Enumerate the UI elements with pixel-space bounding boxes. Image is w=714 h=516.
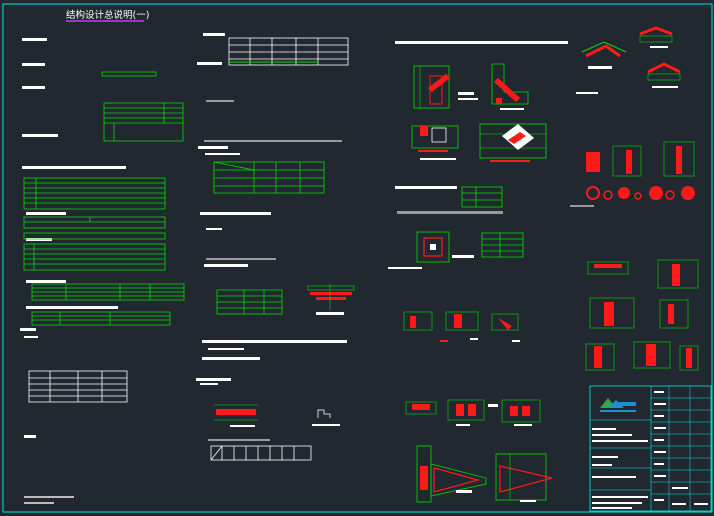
detail-plate-joint <box>214 404 340 427</box>
table-bolts <box>31 283 185 326</box>
table-small-green-bar <box>101 71 157 77</box>
notes-column-2 <box>196 33 347 441</box>
table-connection-small <box>461 186 503 208</box>
detail-roof-apex-1 <box>576 41 627 94</box>
title-block <box>589 385 712 512</box>
table-design-loads <box>228 37 349 66</box>
detail-joint-row-2 <box>405 399 541 426</box>
detail-section-rule <box>395 41 568 44</box>
drawing-frame <box>2 3 713 513</box>
detail-gusset-large-1 <box>416 445 487 503</box>
drawing-title: 结构设计总说明(一) <box>66 9 149 21</box>
detail-notes-rule-2 <box>397 211 503 214</box>
detail-beam-column-joint-2 <box>491 63 529 110</box>
company-logo <box>600 398 636 412</box>
detail-roof-apex-2 <box>639 26 681 88</box>
table-anchor-bolts <box>216 289 283 315</box>
table-section-params <box>213 161 325 194</box>
detail-weld-symbol-a <box>307 284 355 315</box>
table-materials-2 <box>23 216 166 271</box>
detail-gusset-large-2 <box>495 453 553 502</box>
table-splice <box>481 232 524 258</box>
table-bottom-truss <box>210 445 312 461</box>
notes-column-1 <box>20 38 126 504</box>
detail-tube-sections <box>570 141 695 207</box>
table-steel-grades <box>103 102 184 142</box>
table-welds-white <box>28 370 128 403</box>
detail-baseplate-1 <box>411 125 459 160</box>
detail-purlin-connections <box>585 259 699 371</box>
detail-notes-rule-1 <box>395 186 457 189</box>
table-materials-1 <box>23 177 166 210</box>
detail-joint-row-1 <box>403 311 520 342</box>
title-block-text-marks <box>592 391 708 509</box>
detail-column-splice <box>388 231 474 269</box>
detail-diagonal-brace <box>479 123 547 162</box>
detail-beam-column-joint-1 <box>413 65 478 109</box>
